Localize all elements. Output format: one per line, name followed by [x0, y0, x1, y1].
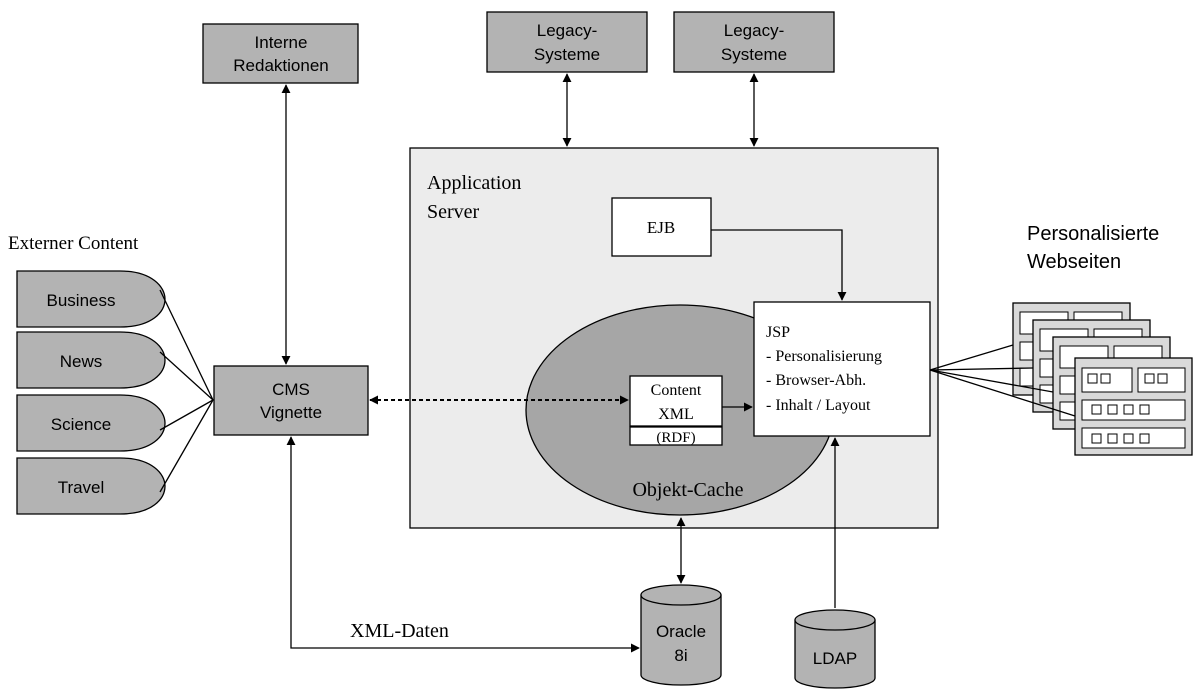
rdf-label: (RDF)	[656, 430, 695, 446]
legacy-2-line1: Legacy-	[724, 21, 784, 40]
jsp-title: JSP	[766, 324, 790, 341]
rdf-box: (RDF)	[629, 426, 723, 446]
external-source-travel: Travel	[16, 457, 166, 515]
legacy-2-line2: Systeme	[721, 45, 787, 64]
cms-line2: Vignette	[260, 403, 322, 422]
ldap-database-icon: LDAP	[794, 609, 876, 689]
externer-content-title: Externer Content	[8, 233, 139, 254]
external-source-label: News	[60, 352, 103, 371]
external-source-label: Science	[51, 415, 111, 434]
content-xml-line1: Content	[651, 382, 702, 399]
external-source-business: Business	[16, 270, 166, 328]
personalisierte-line2: Webseiten	[1027, 251, 1121, 273]
source-connectors	[159, 289, 214, 493]
oracle-line2: 8i	[674, 646, 687, 665]
jsp-item-3: - Inhalt / Layout	[766, 397, 871, 414]
oracle-line1: Oracle	[656, 622, 706, 641]
interne-redaktionen-line1: Interne	[255, 33, 308, 52]
oracle-database-icon: Oracle 8i	[640, 584, 722, 686]
external-source-science: Science	[16, 394, 166, 452]
legacy-systeme-box-2: Legacy- Systeme	[673, 11, 835, 73]
interne-redaktionen-box: Interne Redaktionen	[202, 23, 359, 84]
content-xml-box: Content XML	[629, 375, 723, 427]
external-source-label: Business	[47, 291, 116, 310]
external-source-news: News	[16, 331, 166, 389]
legacy-systeme-box-1: Legacy- Systeme	[486, 11, 648, 73]
ejb-box: EJB	[611, 197, 712, 257]
jsp-to-webpages-connectors	[929, 344, 1076, 417]
ejb-label: EJB	[647, 218, 675, 237]
xml-daten-label: XML-Daten	[350, 620, 449, 642]
content-xml-line2: XML	[658, 406, 694, 423]
jsp-item-2: - Browser-Abh.	[766, 372, 866, 389]
app-server-line2: Server	[427, 201, 480, 223]
cms-line1: CMS	[272, 380, 310, 399]
cms-vignette-box: CMS Vignette	[213, 365, 369, 436]
interne-redaktionen-line2: Redaktionen	[233, 56, 328, 75]
legacy-1-line2: Systeme	[534, 45, 600, 64]
webpage-stack-icon	[1012, 302, 1193, 456]
legacy-1-line1: Legacy-	[537, 21, 597, 40]
arrows	[281, 73, 847, 653]
jsp-item-1: - Personalisierung	[766, 348, 882, 365]
personalisierte-line1: Personalisierte	[1027, 223, 1159, 245]
external-source-label: Travel	[58, 478, 105, 497]
ldap-label: LDAP	[813, 649, 857, 668]
app-server-line1: Application	[427, 172, 521, 194]
objekt-cache-label: Objekt-Cache	[632, 479, 743, 501]
jsp-box: JSP - Personalisierung - Browser-Abh. - …	[753, 301, 931, 437]
